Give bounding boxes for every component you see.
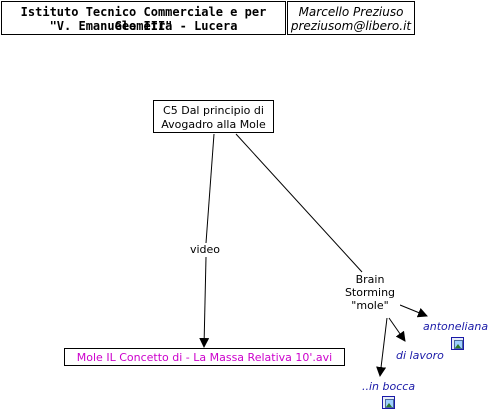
- author-name: Marcello Preziuso: [298, 5, 404, 19]
- edge-to-antoneliana: [399, 304, 428, 318]
- edge-video-to-file: [199, 256, 210, 348]
- link-antoneliana[interactable]: antoneliana: [423, 320, 489, 333]
- author-box: Marcello Preziuso preziusom@libero.it: [287, 1, 415, 35]
- edge-to-inbocca: [376, 317, 388, 377]
- topic-line2: Avogadro alla Mole: [161, 118, 266, 131]
- topic-line1: C5 Dal principio di: [163, 104, 264, 117]
- author-email: preziusom@libero.it: [290, 19, 412, 33]
- edge-topic-to-video: [205, 133, 215, 244]
- brainstorm-line3: "mole": [351, 299, 389, 312]
- edge-topic-to-brainstorm: [235, 133, 363, 273]
- topic-node[interactable]: C5 Dal principio di Avogadro alla Mole: [153, 100, 274, 133]
- edge-to-dilavoro: [388, 317, 406, 342]
- brainstorm-line2: Storming: [344, 286, 396, 299]
- edge-label-brainstorming: Brain Storming "mole": [340, 273, 400, 312]
- link-di-lavoro[interactable]: di lavoro: [396, 349, 444, 362]
- school-header-box: Istituto Tecnico Commerciale e per Geome…: [1, 1, 286, 35]
- edge-label-video: video: [186, 243, 224, 256]
- link-in-bocca[interactable]: ..in bocca: [362, 380, 416, 393]
- image-icon[interactable]: [451, 337, 464, 350]
- image-icon[interactable]: [382, 396, 395, 409]
- video-file-link[interactable]: Mole IL Concetto di - La Massa Relativa …: [76, 351, 333, 364]
- brainstorm-line1: Brain: [355, 273, 385, 286]
- school-name-line1: Istituto Tecnico Commerciale e per Geome…: [20, 5, 267, 33]
- school-name-line2: "V. Emanuele III" - Lucera: [49, 19, 238, 33]
- video-file-node[interactable]: Mole IL Concetto di - La Massa Relativa …: [64, 348, 345, 366]
